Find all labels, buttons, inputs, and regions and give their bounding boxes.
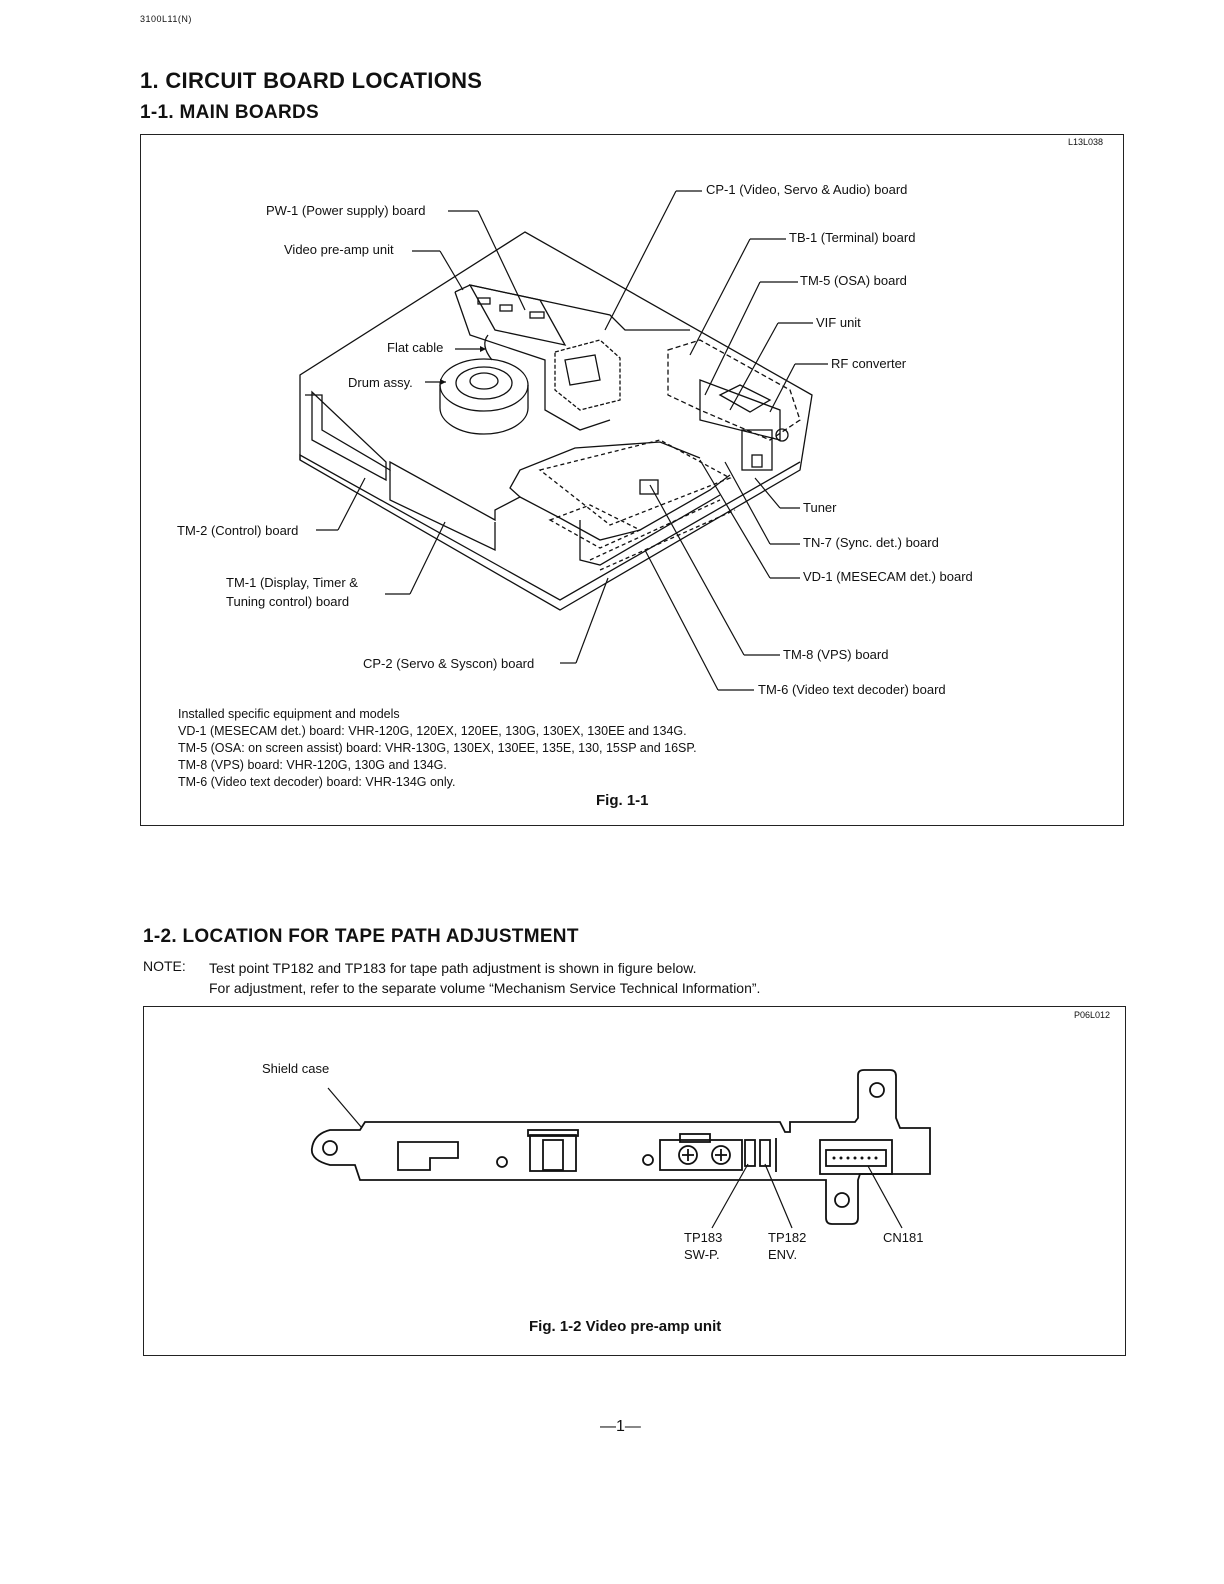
label-tm5-board: TM-5 (OSA) board — [800, 273, 907, 288]
label-tm2-board: TM-2 (Control) board — [177, 523, 299, 538]
figure-1-1-frame — [140, 134, 1124, 826]
label-tm6-board: TM-6 (Video text decoder) board — [758, 682, 946, 697]
note-text-line2: For adjustment, refer to the separate vo… — [209, 980, 761, 996]
note-tm5: TM-5 (OSA: on screen assist) board: VHR-… — [178, 741, 697, 755]
label-vif-unit: VIF unit — [816, 315, 861, 330]
figure-1-1-caption: Fig. 1-1 — [596, 792, 649, 809]
note-tm8: TM-8 (VPS) board: VHR-120G, 130G and 134… — [178, 758, 447, 772]
note-label: NOTE: — [143, 958, 186, 974]
label-video-preamp-unit: Video pre-amp unit — [284, 242, 394, 257]
note-vd1: VD-1 (MESECAM det.) board: VHR-120G, 120… — [178, 724, 687, 738]
label-flat-cable: Flat cable — [387, 340, 444, 355]
figure-1-2-frame — [143, 1006, 1126, 1356]
figure-1-2-caption: Fig. 1-2 Video pre-amp unit — [529, 1318, 722, 1335]
label-cn181: CN181 — [883, 1230, 924, 1245]
document-code: 3100L11(N) — [140, 14, 192, 24]
note-tm6: TM-6 (Video text decoder) board: VHR-134… — [178, 775, 456, 789]
figure-1-2-code: P06L012 — [1074, 1010, 1111, 1020]
label-drum-assy: Drum assy. — [348, 375, 413, 390]
label-shield-case: Shield case — [262, 1061, 330, 1076]
label-tp183: TP183 — [684, 1230, 723, 1245]
label-tp182: TP182 — [768, 1230, 807, 1245]
installed-equipment-notes: Installed specific equipment and models … — [178, 706, 697, 791]
label-cp1-board: CP-1 (Video, Servo & Audio) board — [706, 182, 908, 197]
section-title: 1. CIRCUIT BOARD LOCATIONS — [140, 68, 483, 93]
label-tp183-function: SW-P. — [684, 1247, 720, 1262]
label-cp2-board: CP-2 (Servo & Syscon) board — [363, 656, 535, 671]
label-tuner: Tuner — [803, 500, 837, 515]
label-tp182-function: ENV. — [768, 1247, 798, 1262]
note-text: Test point TP182 and TP183 for tape path… — [209, 958, 760, 998]
note-heading: Installed specific equipment and models — [178, 707, 400, 721]
label-tm8-board: TM-8 (VPS) board — [783, 647, 889, 662]
shield-case-outline — [310, 1069, 931, 1225]
subsection-title-main-boards: 1-1. MAIN BOARDS — [140, 102, 319, 123]
label-rf-converter: RF converter — [831, 356, 907, 371]
label-tm1-board-line1: TM-1 (Display, Timer & — [226, 575, 358, 590]
label-tn7-board: TN-7 (Sync. det.) board — [803, 535, 939, 550]
subsection-title-tape-path: 1-2. LOCATION FOR TAPE PATH ADJUSTMENT — [143, 926, 579, 947]
label-vd1-board: VD-1 (MESECAM det.) board — [803, 569, 973, 584]
label-tm1-board-line2: Tuning control) board — [226, 594, 350, 609]
note-text-line1: Test point TP182 and TP183 for tape path… — [209, 960, 697, 976]
label-pw1-board: PW-1 (Power supply) board — [266, 203, 426, 218]
page-number: —1— — [600, 1418, 641, 1435]
figure-1-1-code: L13L038 — [1068, 137, 1104, 147]
label-tb1-board: TB-1 (Terminal) board — [789, 230, 916, 245]
